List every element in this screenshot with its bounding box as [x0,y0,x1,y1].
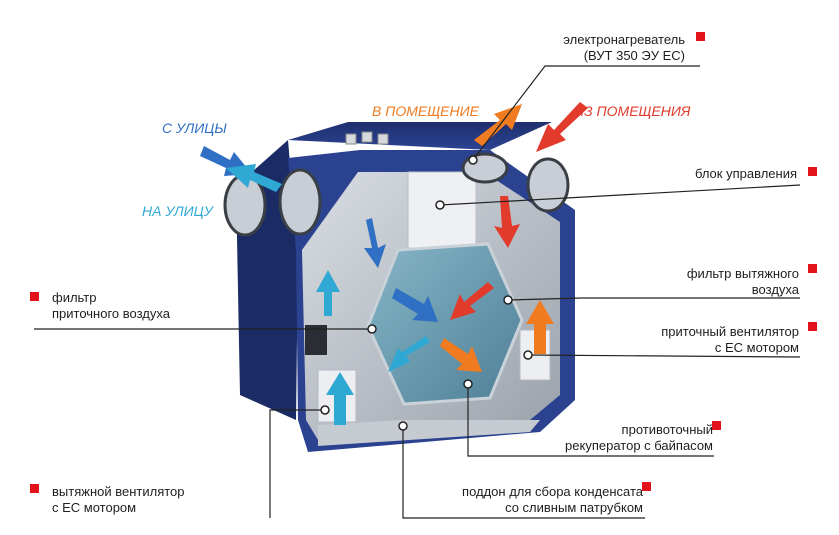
leader-extract-filter [507,297,800,301]
cable-glands [345,131,389,145]
flow-label-to-street: НА УЛИЦУ [142,203,213,219]
label-heater-line1: электронагреватель [563,32,685,47]
label-recuperator-line1: противоточный [621,422,713,437]
label-condensate-tray-line1: поддон для сбора конденсата [462,484,643,499]
arrow-inner-fresh [364,218,386,268]
condensate-tray [318,420,540,446]
arrow-core-extract [450,282,494,320]
flow-label-to-room: В ПОМЕЩЕНИЕ [372,103,479,119]
label-heater-line2: (ВУТ 350 ЭУ ЕС) [583,48,685,63]
leader-condensate-tray [402,426,645,519]
leader-heater [472,65,700,161]
marker-heater [696,32,705,41]
label-supply-fan-line2: с ЕС мотором [714,340,799,355]
leader-dots [320,155,533,431]
label-heater: электронагреватель (ВУТ 350 ЭУ ЕС) [563,32,685,64]
arrow-exhaust-fan [326,372,354,425]
arrow-from-room [536,102,588,152]
label-exhaust-fan: вытяжной вентилятор с ЕС мотором [52,484,185,516]
marker-supply-fan [808,322,817,331]
label-condensate-tray-line2: со сливным патрубком [505,500,643,515]
arrow-core-exhaust [388,336,430,372]
label-supply-fan: приточный вентилятор с ЕС мотором [661,324,799,356]
leader-exhaust-fan [269,409,325,518]
marker-extract-filter [808,264,817,273]
label-exhaust-fan-line1: вытяжной вентилятор [52,484,185,499]
arrow-inner-extract [494,196,520,248]
label-supply-filter-line2: приточного воздуха [52,306,170,321]
dot-condensate-tray [398,421,408,431]
label-supply-fan-line1: приточный вентилятор [661,324,799,339]
label-recuperator: противоточный рекуператор с байпасом [565,422,713,454]
arrow-core-supply [440,338,482,372]
label-supply-filter: фильтр приточного воздуха [52,290,170,322]
marker-exhaust-fan [30,484,39,493]
label-exhaust-fan-line2: с ЕС мотором [52,500,137,515]
arrow-core-fresh [392,288,438,322]
leader-supply-fan [527,354,801,358]
recuperator-core [366,242,524,406]
heater-block [407,171,477,249]
arrow-supply-fan [526,300,554,354]
marker-control-unit [808,167,817,176]
leader-control-unit [439,184,801,206]
dot-supply-fan [523,350,533,360]
arrow-to-street [226,164,282,192]
flow-label-from-room: ИЗ ПОМЕЩЕНИЯ [574,103,691,119]
arrow-supply-filter [316,270,340,316]
air-flow-arrows [200,102,588,425]
marker-supply-filter [30,292,39,301]
street-duct-spigots [223,168,322,237]
marker-condensate-tray [642,482,651,491]
dot-control-unit [435,200,445,210]
dot-recuperator [463,379,473,389]
label-extract-filter-line2: воздуха [751,282,799,297]
dot-exhaust-fan [320,405,330,415]
dot-heater [468,155,478,165]
label-recuperator-line2: рекуператор с байпасом [565,438,713,453]
marker-recuperator [712,421,721,430]
leader-lines [34,65,801,519]
dot-extract-filter [503,295,513,305]
label-extract-filter-line1: фильтр вытяжного [686,266,799,281]
label-control-unit: блок управления [694,166,797,181]
flow-label-from-street: С УЛИЦЫ [162,120,227,136]
label-condensate-tray: поддон для сбора конденсата со сливным п… [462,484,643,516]
arrow-to-room [474,104,522,146]
dot-supply-filter [367,324,377,334]
label-extract-filter: фильтр вытяжного воздуха [687,266,799,298]
label-supply-filter-line1: фильтр [52,290,97,305]
supply-fan-impeller [305,325,327,355]
leader-recuperator [467,384,714,457]
